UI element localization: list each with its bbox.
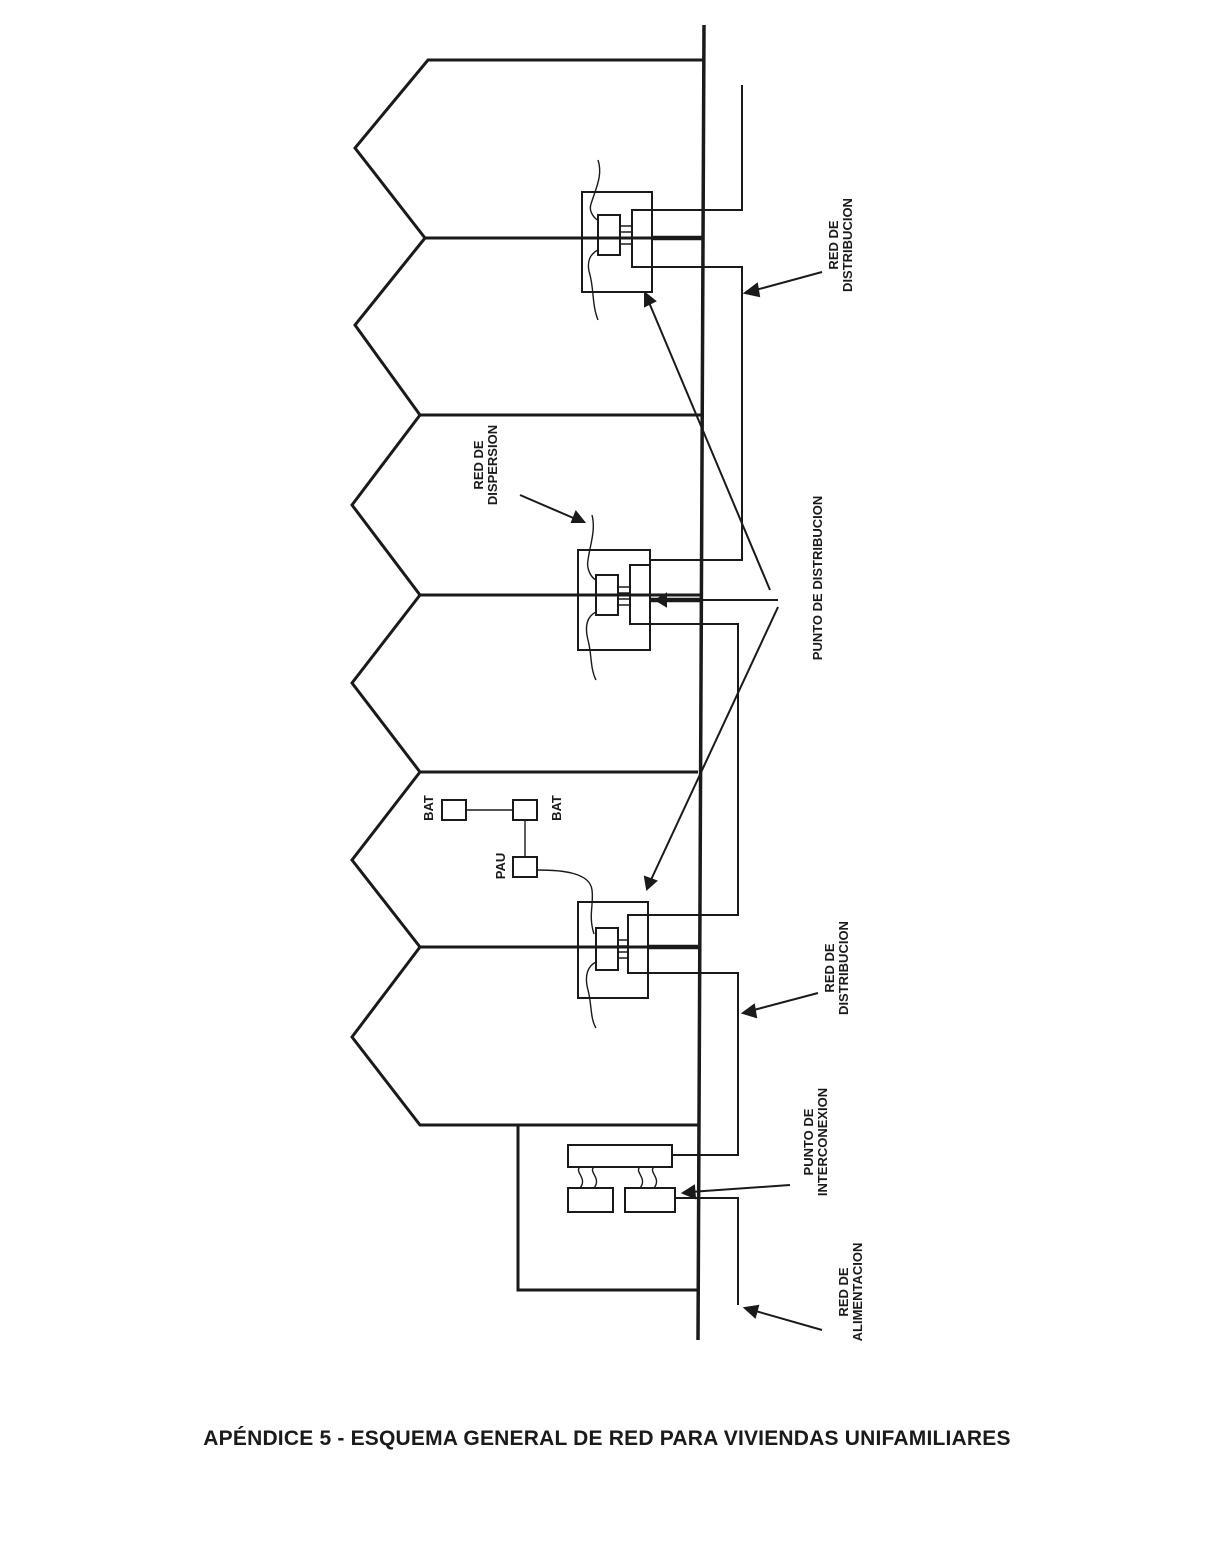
distribution-box — [577, 901, 649, 999]
dispersion-cable — [589, 159, 601, 221]
arrow-line — [649, 606, 779, 883]
label-bat-left: BAT — [421, 795, 436, 821]
bat-box-right — [512, 799, 538, 821]
distribution-cable — [650, 266, 743, 561]
label-line: DISPERSION — [485, 425, 500, 505]
label-line: RED DE — [826, 220, 841, 269]
distribution-point — [581, 159, 704, 321]
jumper-wire — [651, 1166, 658, 1189]
label-pau: PAU — [493, 853, 508, 879]
distribution-cable — [648, 623, 739, 916]
dispersion-cable — [587, 249, 599, 321]
arrow-head — [740, 1003, 758, 1019]
dispersion-cable — [585, 611, 597, 681]
arrow-head — [644, 290, 657, 308]
figure-caption: APÉNDICE 5 - ESQUEMA GENERAL DE RED PARA… — [203, 1427, 1011, 1450]
dispersion-cable — [585, 961, 597, 1029]
jumper-wire — [591, 1166, 598, 1189]
label-bat-right: BAT — [549, 795, 564, 821]
jumper-wire — [577, 1166, 584, 1189]
arrow-line — [751, 1309, 823, 1331]
interconnection-module — [567, 1187, 614, 1213]
cable-bundle — [618, 939, 628, 959]
label-line: ALIMENTACION — [850, 1243, 865, 1342]
label-punto-distribucion: PUNTO DE DISTRIBUCION — [810, 496, 825, 660]
arrow-line — [749, 992, 819, 1012]
label-line: RED DE — [836, 1267, 851, 1316]
labels: RED DEDISTRIBUCION RED DEDISPERSION PUNT… — [421, 198, 865, 1341]
arrow-head — [570, 510, 587, 523]
user-installation — [441, 799, 538, 878]
label-red-distribucion-top: RED DEDISTRIBUCION — [826, 198, 855, 292]
interconnection-panel — [567, 1144, 673, 1168]
distribution-cable — [652, 85, 743, 211]
distribution-point — [537, 869, 698, 1029]
arrow-line — [689, 1184, 791, 1193]
label-line: BAT — [549, 795, 564, 821]
pau-box — [512, 856, 538, 878]
label-line: DISTRIBUCION — [836, 921, 851, 1015]
house-outline — [353, 58, 704, 240]
bat-box-left — [441, 799, 467, 821]
jumper-wire — [637, 1166, 644, 1189]
arrow-head — [643, 875, 658, 891]
cable-bundle — [620, 225, 632, 245]
house-outline — [350, 771, 698, 949]
cable-bundle — [618, 586, 630, 606]
distribution-point — [577, 514, 700, 681]
label-line: DISTRIBUCION — [840, 198, 855, 292]
dispersion-cable — [586, 514, 597, 581]
arrow-head — [742, 282, 761, 298]
label-line: BAT — [421, 795, 436, 821]
arrow-line — [751, 271, 823, 292]
dispersion-cable — [537, 869, 595, 935]
house-outline — [350, 414, 700, 597]
label-line: PUNTO DE DISTRIBUCION — [810, 496, 825, 660]
houses — [350, 58, 704, 1292]
arrow-line — [519, 494, 579, 521]
connector-block — [597, 214, 621, 256]
label-red-distribucion-bottom: RED DEDISTRIBUCION — [822, 921, 851, 1015]
label-red-dispersion: RED DEDISPERSION — [471, 425, 500, 505]
label-line: INTERCONEXION — [815, 1088, 830, 1196]
distribution-cables — [648, 85, 743, 1305]
distribution-cable — [648, 972, 739, 1156]
property-line — [696, 24, 706, 1341]
arrow-head — [680, 1184, 697, 1200]
label-line: RED DE — [822, 943, 837, 992]
house-outline — [353, 237, 704, 417]
interconnection-module — [624, 1187, 676, 1213]
interconnection-point — [567, 1144, 676, 1213]
distribution-box — [581, 191, 653, 293]
arrow-line — [647, 299, 771, 591]
arrow-head — [654, 592, 667, 608]
connector-block — [595, 927, 619, 971]
terminal-block — [629, 564, 651, 625]
label-line: PUNTO DE — [801, 1108, 816, 1175]
pointer-arrows — [519, 271, 823, 1331]
house-outline — [350, 594, 698, 774]
label-line: RED DE — [471, 440, 486, 489]
terminal-block — [627, 914, 649, 974]
interconnection-enclosure — [516, 1123, 698, 1292]
label-line: PAU — [493, 853, 508, 879]
label-punto-interconexion: PUNTO DEINTERCONEXION — [801, 1088, 830, 1196]
arrow-head — [742, 1304, 760, 1319]
label-red-alimentacion: RED DEALIMENTACION — [836, 1243, 865, 1342]
connector-block — [595, 574, 619, 616]
